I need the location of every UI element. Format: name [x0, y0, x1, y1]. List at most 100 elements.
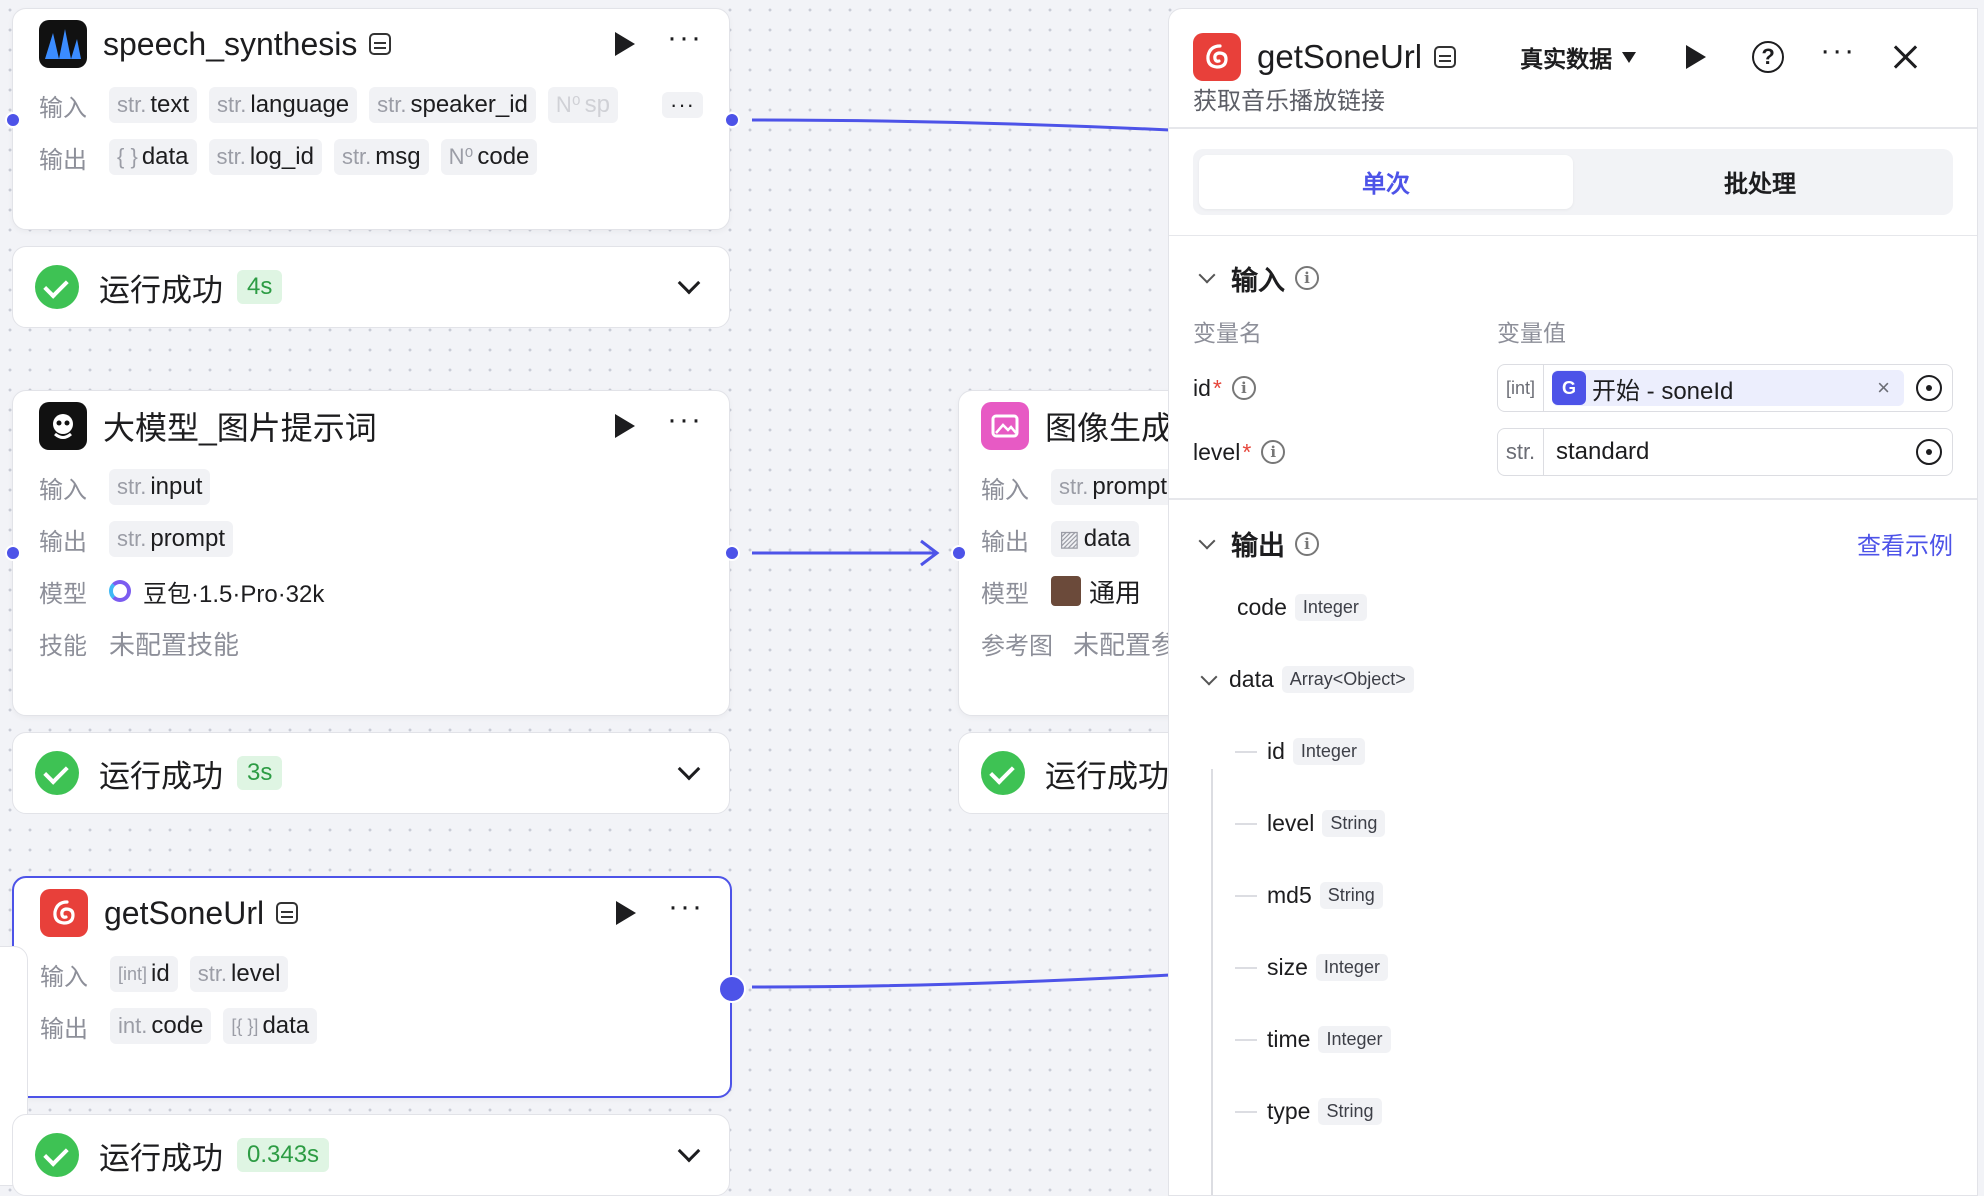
run-node-button[interactable] — [615, 32, 636, 56]
chevron-down-icon[interactable] — [1200, 668, 1218, 685]
input-label: 输入 — [981, 476, 1029, 504]
panel-more-button[interactable]: ··· — [1820, 34, 1857, 67]
output-label: 输出 — [981, 528, 1029, 556]
chevron-down-icon[interactable] — [677, 757, 701, 781]
var-level-input[interactable]: str. standard — [1497, 428, 1953, 476]
output-port[interactable] — [724, 545, 740, 561]
status-text: 运行成功 — [99, 758, 223, 794]
variable-select-icon[interactable] — [1916, 439, 1942, 465]
success-check-icon — [35, 751, 79, 795]
reference-label: 参考图 — [981, 632, 1053, 660]
variable-reference[interactable]: G 开始 - soneId × — [1552, 370, 1904, 406]
data-mode-dropdown[interactable]: 真实数据 — [1520, 40, 1637, 74]
status-text: 运行成功 — [99, 1140, 223, 1176]
status-text: 运行成功 — [1045, 758, 1169, 794]
skill-value: 未配置技能 — [109, 629, 240, 660]
node-image-generation[interactable]: 图像生成 输入 str.prompt 输出 ▨data 模型 通用 参考图 未配… — [958, 390, 1170, 716]
netease-music-icon — [40, 889, 88, 937]
output-param: str.msg — [333, 139, 429, 175]
input-section-header[interactable]: 输入 i — [1169, 250, 1977, 306]
netease-music-icon — [1193, 33, 1241, 81]
info-icon[interactable]: i — [1295, 266, 1319, 290]
run-time-badge: 3s — [237, 756, 283, 790]
info-icon[interactable]: i — [1231, 376, 1256, 400]
variable-select-icon[interactable] — [1916, 375, 1942, 401]
edge-song-to-right[interactable] — [751, 973, 1170, 989]
output-param: str.log_id — [208, 139, 322, 175]
run-time-badge: 0.343s — [237, 1138, 330, 1172]
model-value: 通用 — [1089, 577, 1142, 608]
status-text: 运行成功 — [99, 272, 223, 308]
info-icon[interactable]: i — [1295, 531, 1319, 556]
chevron-down-icon[interactable] — [677, 271, 701, 295]
column-var-name: 变量名 — [1193, 320, 1262, 346]
output-port[interactable] — [718, 975, 746, 1003]
output-param: { }data — [109, 139, 197, 175]
node-more-button[interactable]: ··· — [668, 890, 704, 923]
more-params-button[interactable]: ··· — [662, 92, 703, 118]
tab-single[interactable]: 单次 — [1199, 154, 1573, 209]
run-test-button[interactable] — [1686, 45, 1707, 69]
node-title: 图像生成 — [1045, 410, 1170, 446]
type-str-icon: str. — [1498, 429, 1544, 475]
node-more-button[interactable]: ··· — [667, 403, 703, 436]
close-icon[interactable] — [1894, 45, 1918, 69]
edges-layer — [751, 118, 1170, 989]
chevron-down-icon[interactable] — [677, 1139, 701, 1163]
run-node-button[interactable] — [616, 901, 637, 925]
success-check-icon — [35, 265, 79, 309]
edge-speech-to-right[interactable] — [751, 118, 1170, 132]
info-icon[interactable]: i — [1261, 440, 1286, 464]
output-label: 输出 — [39, 146, 87, 174]
model-avatar-icon — [1051, 576, 1081, 606]
input-label: 输入 — [40, 963, 88, 991]
node-title: 大模型_图片提示词 — [103, 410, 377, 446]
plugin-badge-icon — [369, 33, 392, 55]
workflow-canvas[interactable]: speech_synthesis ··· 输入 str.text str.lan… — [0, 0, 1170, 1196]
type-int-icon: [int] — [1498, 365, 1544, 411]
help-icon[interactable]: ? — [1752, 41, 1785, 73]
chevron-down-icon[interactable] — [1198, 532, 1216, 549]
node-get-sone-url[interactable]: getSoneUrl ··· 输入 [int]id str.level 输出 i… — [12, 876, 732, 1098]
input-port[interactable] — [5, 112, 21, 128]
view-example-link[interactable]: 查看示例 — [1857, 533, 1953, 560]
node-title: speech_synthesis — [103, 25, 358, 62]
tab-batch[interactable]: 批处理 — [1724, 171, 1796, 198]
node-llm-image-prompt[interactable]: 大模型_图片提示词 ··· 输入 str.input 输出 str.prompt… — [12, 390, 730, 716]
run-status-bar[interactable]: 运行成功 4s — [12, 246, 730, 328]
node-title: getSoneUrl — [104, 894, 265, 931]
var-row-id: id*i [int] G 开始 - soneId × — [1169, 356, 1977, 420]
node-speech-synthesis[interactable]: speech_synthesis ··· 输入 str.text str.lan… — [12, 8, 730, 230]
output-section-header[interactable]: 输出 i 查看示例 — [1169, 516, 1977, 572]
output-param: int.code — [110, 1008, 212, 1044]
run-status-bar[interactable]: 运行成功 3s — [12, 732, 730, 814]
input-port[interactable] — [951, 545, 967, 561]
skill-label: 技能 — [39, 632, 87, 660]
var-name: id — [1193, 374, 1211, 401]
output-port[interactable] — [724, 112, 740, 128]
node-more-button[interactable]: ··· — [667, 21, 703, 54]
clear-icon[interactable]: × — [1877, 375, 1890, 400]
var-name: level — [1193, 438, 1241, 465]
run-status-bar[interactable]: 运行成功 — [958, 732, 1170, 814]
chevron-down-icon[interactable] — [1198, 266, 1216, 284]
image-type-icon: ▨ — [1059, 526, 1080, 551]
model-label: 模型 — [981, 580, 1029, 608]
input-label: 输入 — [39, 476, 87, 504]
var-value[interactable]: standard — [1556, 438, 1650, 465]
input-port[interactable] — [5, 545, 21, 561]
run-time-badge: 4s — [237, 270, 283, 304]
input-label: 输入 — [39, 94, 87, 122]
var-row-level: level*i str. standard — [1169, 420, 1977, 484]
model-value: 豆包·1.5·Pro·32k — [143, 580, 325, 608]
node-test-panel: getSoneUrl 真实数据 ? ··· 获取音乐播放链接 单次 批处理 输入… — [1168, 8, 1978, 1196]
run-status-bar[interactable]: 运行成功 0.343s — [12, 1114, 730, 1196]
caret-down-icon — [1622, 51, 1637, 63]
run-node-button[interactable] — [615, 414, 636, 438]
doubao-model-icon — [109, 580, 131, 602]
var-id-input[interactable]: [int] G 开始 - soneId × — [1497, 364, 1953, 412]
